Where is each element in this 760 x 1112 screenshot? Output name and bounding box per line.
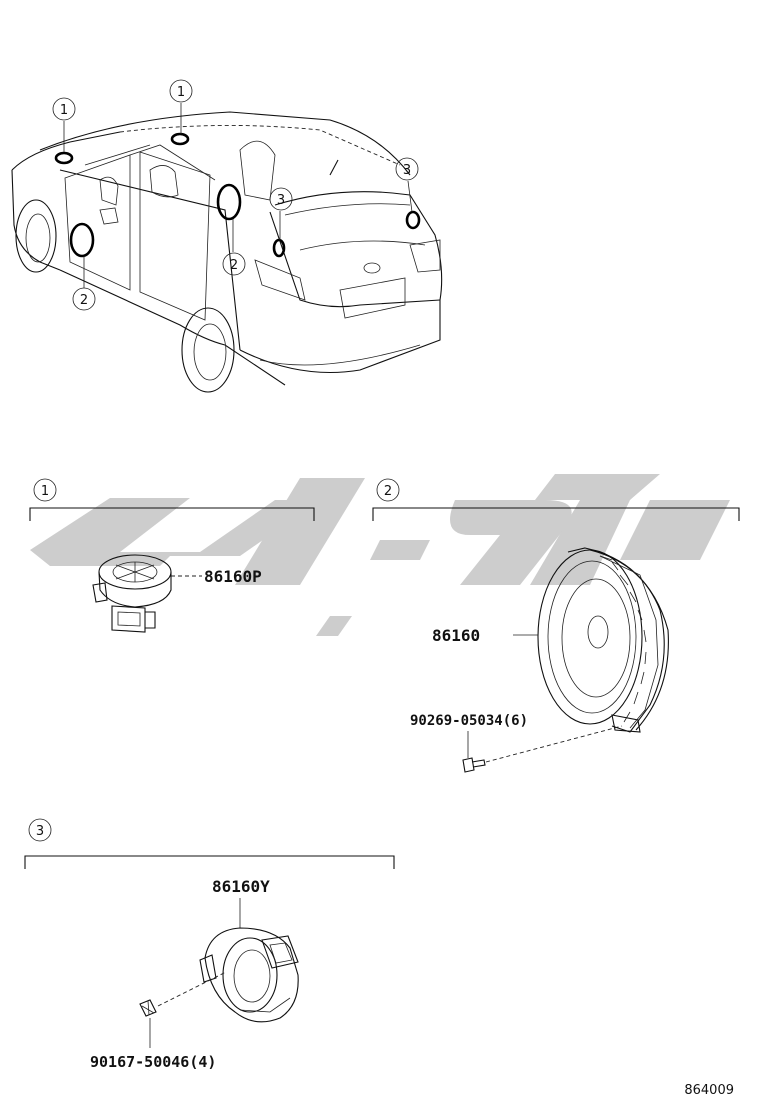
rear-speaker-location-right <box>405 210 421 230</box>
rear-speaker-part-drawing <box>199 927 299 1023</box>
callout-label: 3 <box>403 163 411 178</box>
tweeter-location-front-left <box>54 151 74 165</box>
tweeter-part-drawing <box>92 554 172 633</box>
callout-circle <box>72 287 96 311</box>
section-callout-circle <box>28 818 52 842</box>
callout-circle <box>169 79 193 103</box>
section-callout-circle <box>376 478 400 502</box>
callout-label: 3 <box>277 193 285 208</box>
callout-circle <box>52 97 76 121</box>
part-number-86160: 86160 <box>432 626 480 645</box>
door-speaker-location-front <box>69 222 95 258</box>
vehicle-callouts: 1 1 2 2 3 3 <box>52 79 419 311</box>
section-door-speaker: 2 86160 90269-05034(6) <box>372 478 740 773</box>
screw-drawing <box>462 757 486 773</box>
section-bracket <box>29 507 315 521</box>
screw-drawing <box>139 999 157 1017</box>
callout-circle <box>269 187 293 211</box>
section-bracket <box>24 855 395 869</box>
callout-label: 2 <box>80 293 88 308</box>
callout-label: 2 <box>230 258 238 273</box>
door-speaker-part-drawing <box>537 547 669 733</box>
part-number-86160Y: 86160Y <box>212 877 270 896</box>
diagram-code: 864009 <box>684 1083 734 1098</box>
vehicle-illustration <box>11 103 443 393</box>
callout-circle <box>222 252 246 276</box>
part-number-90269-05034: 90269-05034(6) <box>410 713 528 729</box>
section-callout-circle <box>33 478 57 502</box>
callout-circle <box>395 157 419 181</box>
screw-dashed-line <box>485 725 623 763</box>
section-callout-label: 2 <box>384 484 392 499</box>
section-bracket <box>372 507 740 521</box>
section-tweeter: 1 86160P <box>29 478 315 633</box>
callout-label: 1 <box>177 85 185 100</box>
section-callout-label: 3 <box>36 824 44 839</box>
section-callout-label: 1 <box>41 484 49 499</box>
section-rear-speaker: 3 86160Y 90167-50046(4) <box>24 818 395 1071</box>
callout-label: 1 <box>60 103 68 118</box>
watermark-logo <box>30 474 730 636</box>
part-number-86160P: 86160P <box>204 567 262 586</box>
part-number-90167-50046: 90167-50046(4) <box>90 1053 216 1071</box>
tweeter-location-front-right <box>170 132 190 146</box>
door-speaker-location-rear <box>216 183 242 221</box>
screw-dashed-line <box>157 971 227 1007</box>
rear-speaker-location-left <box>272 238 286 258</box>
